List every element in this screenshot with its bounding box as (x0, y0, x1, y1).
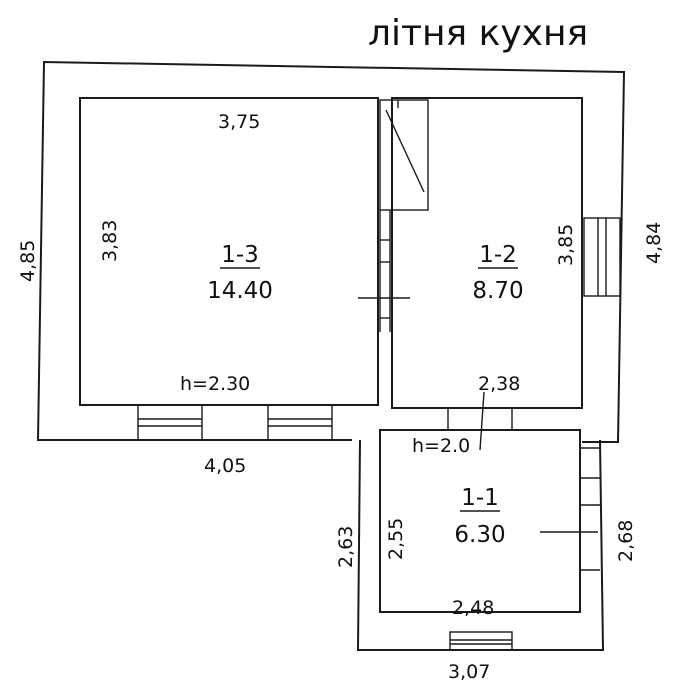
room-1-3-id: 1-3 (221, 242, 259, 268)
stair-element (379, 99, 429, 211)
room-1-1-height: h=2.0 (412, 435, 470, 457)
dim-right-outer-height: 4,84 (643, 222, 665, 264)
room-1-1-outline (379, 429, 581, 613)
dim-room-1-2-height: 3,85 (555, 224, 577, 266)
dim-bottom-outer-main: 4,05 (204, 455, 246, 477)
room-1-3-outline (79, 97, 379, 406)
room-1-1-id: 1-1 (461, 485, 499, 511)
window-bottom-left (137, 404, 203, 441)
dim-top-inner-width: 3,75 (218, 111, 260, 133)
window-bottom-middle (267, 404, 333, 441)
window-right (583, 217, 621, 297)
dim-annex-left-outer: 2,63 (335, 526, 357, 568)
room-1-3-label: 1-3 14.40 (207, 242, 273, 304)
plan-title: літня кухня (368, 13, 588, 54)
dim-room-1-3-height: 3,83 (99, 220, 121, 262)
room-1-3-area: 14.40 (207, 278, 273, 304)
room-1-3-height: h=2.30 (180, 373, 250, 395)
dim-annex-inner-width: 2,48 (452, 597, 494, 619)
room-1-1-area: 6.30 (454, 522, 505, 548)
dim-left-outer-height: 4,85 (17, 240, 39, 282)
partition-wall (358, 210, 410, 332)
dim-annex-outer-width: 3,07 (448, 661, 490, 683)
room-1-1-label: 1-1 6.30 (454, 485, 505, 548)
door-1-2-to-1-1 (447, 391, 513, 451)
dim-room-1-2-bottom: 2,38 (478, 373, 520, 395)
window-annex-bottom (449, 631, 513, 651)
room-1-2-area: 8.70 (472, 278, 523, 304)
dim-annex-left-inner: 2,55 (385, 518, 407, 560)
dim-annex-right: 2,68 (615, 520, 637, 562)
main-outer-wall (36, 60, 626, 443)
room-1-2-id: 1-2 (479, 242, 517, 268)
room-1-2-label: 1-2 8.70 (472, 242, 523, 304)
window-annex-right (540, 447, 600, 571)
